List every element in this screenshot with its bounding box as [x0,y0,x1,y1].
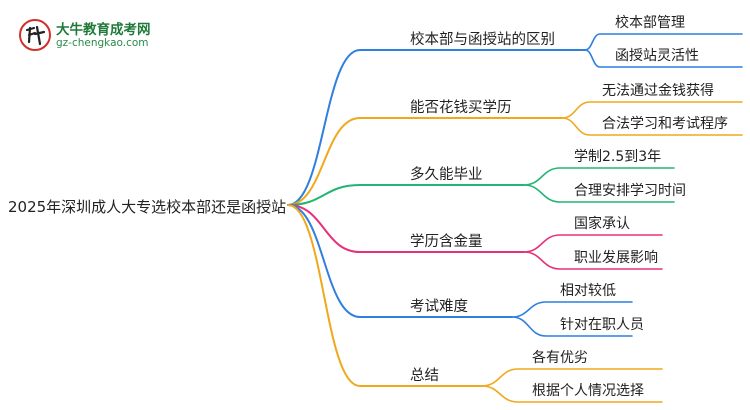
leaf-topic: 国家承认 [574,216,630,232]
branch-topic: 学历含金量 [410,234,483,250]
leaf-connector [481,368,663,387]
leaf-topic: 函授站灵活性 [615,48,699,64]
leaf-topic: 各有优劣 [532,350,588,366]
branch-connector [287,204,513,318]
leaf-connector [511,316,633,337]
branch-connector [287,204,525,253]
root-topic: 2025年深圳成人大专选校本部还是函授站 [8,198,287,216]
branch-topic: 校本部与函授站的区别 [410,32,555,48]
leaf-connector [481,385,663,403]
leaf-connector [584,49,743,68]
branch-topic: 能否花钱买学历 [410,100,512,116]
branch-topic: 考试难度 [410,299,468,315]
site-logo: 大牛教育成考网 gz-chengkao.com [18,16,188,56]
leaf-topic: 合理安排学习时间 [574,183,686,199]
leaf-connector [523,184,675,203]
branch-connector [287,117,563,206]
leaf-connector [511,301,633,318]
leaf-connector [561,101,743,119]
leaf-connector [561,117,743,136]
leaf-topic: 根据个人情况选择 [532,383,644,399]
branch-topic: 多久能毕业 [410,167,483,183]
branch-topic: 总结 [410,368,439,384]
branch-connector [287,184,525,206]
leaf-topic: 针对在职人员 [560,317,644,333]
leaf-topic: 相对较低 [560,283,616,299]
leaf-topic: 合法学习和考试程序 [602,116,728,132]
branch-connector [287,49,586,206]
leaf-connector [584,33,743,51]
leaf-connector [523,251,663,270]
leaf-topic: 无法通过金钱获得 [602,83,714,99]
leaf-connector [523,167,675,186]
logo-mark-icon [19,19,51,51]
leaf-topic: 学制2.5到3年 [574,149,662,165]
logo-title: 大牛教育成考网 [56,22,151,38]
leaf-topic: 校本部管理 [615,15,685,31]
logo-url: gz-chengkao.com [56,37,149,49]
leaf-topic: 职业发展影响 [574,250,658,266]
branch-connector [287,204,483,387]
leaf-connector [523,234,663,253]
